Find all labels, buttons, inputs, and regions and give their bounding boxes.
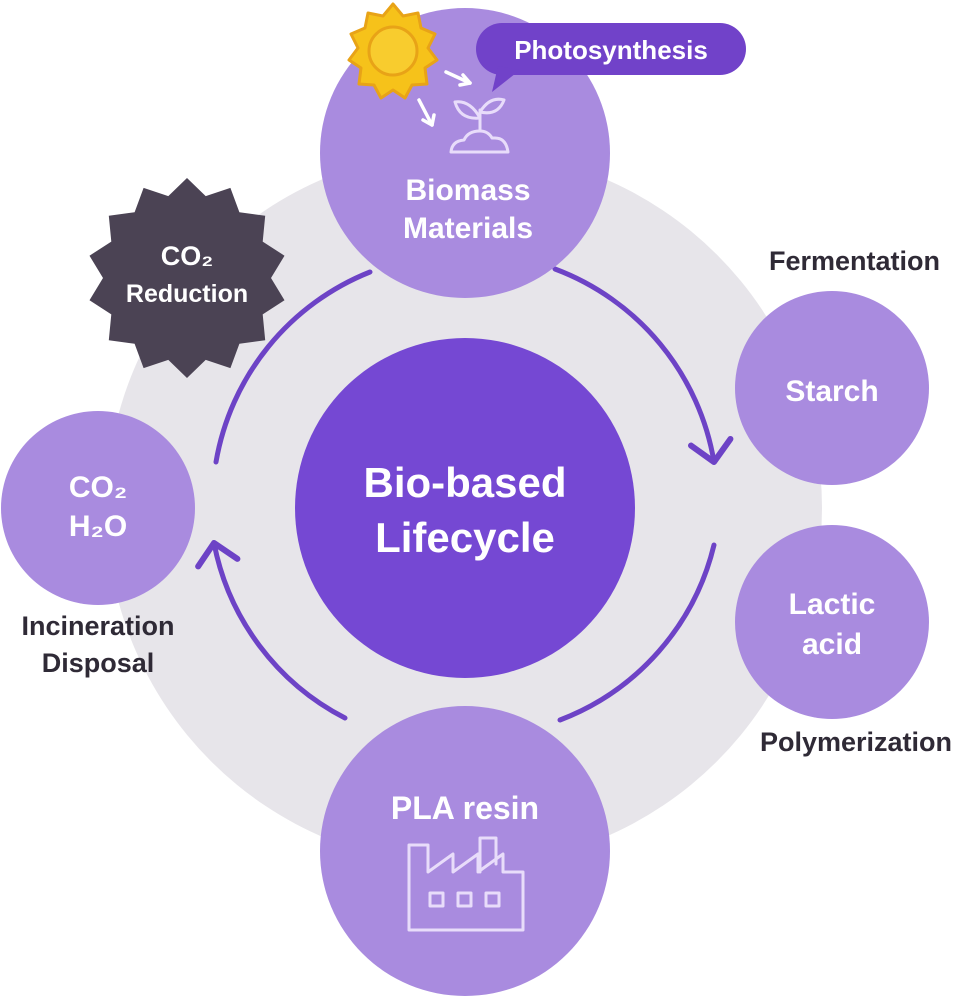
biomass-label-line1: Biomass (405, 174, 530, 207)
photosynthesis-bubble: Photosynthesis (476, 23, 746, 92)
starch-label: Starch (785, 375, 878, 408)
co2h2o-label-line2: H₂O (69, 510, 127, 543)
arrow-co2-to-biomass (213, 269, 373, 465)
lactic-label-line2: acid (802, 628, 862, 661)
step-disposal: Disposal (42, 648, 155, 678)
node-starch: Starch (735, 291, 929, 485)
pla-label: PLA resin (391, 790, 539, 826)
arrow-biomass-to-starch (552, 266, 734, 465)
arrow-pla-to-co2 (195, 540, 348, 721)
node-lactic-acid: Lactic acid (735, 525, 929, 719)
arrow-lactic-to-pla (557, 542, 717, 723)
lactic-label-line1: Lactic (789, 588, 876, 621)
center-node: Bio-based Lifecycle (295, 338, 635, 678)
co2h2o-label-line1: CO₂ (69, 471, 127, 504)
node-co2-h2o: CO₂ H₂O (1, 411, 195, 605)
co2-reduction-line1: CO₂ (161, 241, 214, 271)
node-pla-resin: PLA resin (320, 706, 610, 996)
cycle-arrows (195, 266, 734, 723)
photosynthesis-label: Photosynthesis (514, 35, 708, 65)
biomass-label-line2: Materials (403, 212, 533, 245)
center-title-line1: Bio-based (363, 459, 566, 506)
sun-icon (347, 2, 439, 100)
burst-shape (89, 178, 285, 378)
co2-reduction-line2: Reduction (126, 280, 248, 308)
sprout-icon (449, 97, 510, 154)
co2-reduction-badge: CO₂ Reduction (89, 178, 285, 378)
step-fermentation: Fermentation (769, 246, 940, 276)
step-incineration: Incineration (21, 611, 174, 641)
factory-icon (407, 836, 525, 932)
photosynthesis-arrows (417, 70, 472, 127)
center-title-line2: Lifecycle (375, 514, 555, 561)
step-polymerization: Polymerization (760, 727, 952, 757)
